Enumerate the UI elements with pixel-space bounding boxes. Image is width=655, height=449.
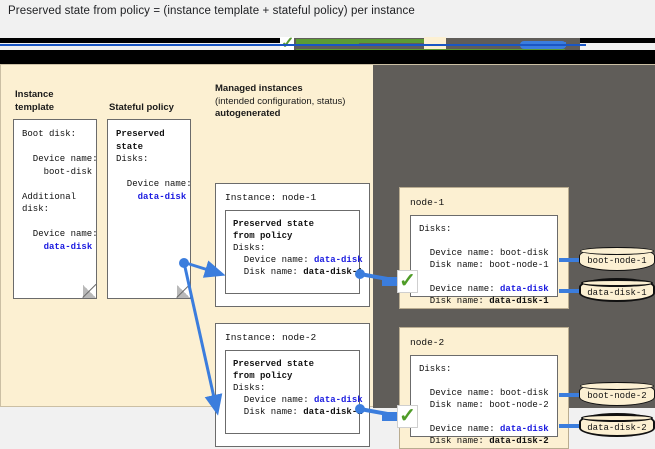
live-node-title: node-1 [410, 197, 445, 208]
band-black-bar-bottom [0, 50, 655, 64]
disks-label: Disks: [419, 224, 452, 234]
band-blue-line [0, 44, 586, 46]
diagram-canvas: Instance template Stateful policy Manage… [0, 64, 655, 449]
band-green-bar-a [296, 39, 427, 43]
green-check-icon: ✓ [397, 405, 418, 428]
heading-stateful-policy: Stateful policy [109, 102, 174, 113]
disk-label: boot-node-2 [587, 391, 647, 401]
boot-disk-name: Disk name: boot-node-1 [419, 260, 549, 270]
disks-label: Disks: [233, 243, 266, 253]
heading-managed-line-1: Managed instances [215, 83, 303, 94]
stateful-policy-lines: Disks: Device name: [116, 154, 192, 189]
data-disk-value: data-disk-1 [489, 296, 549, 306]
managed-instance-title: Instance: node-1 [225, 192, 317, 203]
instance-template-text: Boot disk: Device name: boot-disk Additi… [14, 120, 98, 253]
disk-connector-data-disk-2 [559, 424, 579, 428]
live-node-1: node-1 Disks: Device name: boot-disk Dis… [399, 187, 569, 309]
title-bar: Preserved state from policy = (instance … [0, 0, 655, 28]
arrow-chip-node-1 [382, 277, 400, 286]
heading-managed-instances: Managed instances (intended configuratio… [215, 83, 370, 121]
heading-managed-line-3: autogenerated [215, 108, 281, 119]
device-name-value: data-disk [314, 255, 363, 265]
data-device-label: Device name: [419, 284, 501, 294]
cylinder-lid-icon [581, 279, 653, 287]
instance-template-lines: Boot disk: Device name: boot-disk Additi… [22, 129, 98, 239]
collapsed-preview-band: ✓ [0, 28, 655, 64]
managed-instance-node-1: Instance: node-1 Preserved state from po… [215, 183, 370, 307]
preserved-state-block: Preserved state from policy Disks: Devic… [225, 210, 363, 294]
cylinder-lid-icon [581, 414, 653, 422]
cylinder-lid-icon [580, 382, 654, 390]
boot-device-name: Device name: boot-disk [419, 388, 549, 398]
connector-arrows [179, 258, 394, 417]
disk-label: data-disk-1 [587, 288, 647, 298]
disk-name-value: data-disk-2 [303, 407, 363, 417]
stateful-policy-text: Preserved state Disks: Device name: data… [108, 120, 192, 203]
disk-name-value: data-disk-1 [303, 267, 363, 277]
data-disk-value: data-disk-2 [489, 436, 549, 446]
data-disk-label: Disk name: [419, 296, 490, 306]
disks-label: Disks: [233, 383, 266, 393]
cylinder-lid-icon [580, 247, 654, 255]
stateful-policy-data-disk: data-disk [137, 191, 187, 202]
page-fold-icon [83, 285, 97, 299]
data-disk-label: Disk name: [419, 436, 490, 446]
managed-instance-title: Instance: node-2 [225, 332, 317, 343]
persistent-disk-boot-node-1: boot-node-1 [579, 247, 655, 271]
data-device-label: Device name: [419, 424, 501, 434]
device-name-value: data-disk [314, 395, 363, 405]
green-check-icon: ✓ [397, 270, 418, 293]
persistent-disk-boot-node-2: boot-node-2 [579, 382, 655, 406]
disk-connector-data-disk-1 [559, 289, 579, 293]
disk-label: boot-node-1 [587, 256, 647, 266]
disks-label: Disks: [419, 364, 452, 374]
disk-label: data-disk-2 [587, 423, 647, 433]
disk-name-label: Disk name: [233, 407, 304, 417]
instance-template-document: Boot disk: Device name: boot-disk Additi… [13, 119, 98, 299]
live-node-disks-block: Disks: Device name: boot-disk Disk name:… [410, 215, 558, 306]
stateful-policy-document: Preserved state Disks: Device name: data… [107, 119, 192, 299]
device-name-label: Device name: [233, 255, 315, 265]
disk-connector-boot-node-1 [559, 258, 579, 262]
boot-device-name: Device name: boot-disk [419, 248, 549, 258]
preserved-state-heading: Preserved state from policy [233, 219, 315, 241]
check-icon: ✓ [281, 36, 294, 52]
data-device-value: data-disk [500, 424, 549, 434]
instance-template-data-disk: data-disk [43, 241, 93, 252]
disk-connector-boot-node-2 [559, 393, 579, 397]
live-node-title: node-2 [410, 337, 445, 348]
disk-name-label: Disk name: [233, 267, 304, 277]
stateful-policy-heading-lines: Preserved state [116, 129, 165, 152]
persistent-disk-data-disk-1: data-disk-1 [579, 278, 655, 302]
data-device-value: data-disk [500, 284, 549, 294]
page-title: Preserved state from policy = (instance … [8, 5, 415, 17]
preserved-state-heading: Preserved state from policy [233, 359, 315, 381]
device-name-label: Device name: [233, 395, 315, 405]
boot-disk-name: Disk name: boot-node-2 [419, 400, 549, 410]
heading-managed-line-2: (intended configuration, status) [215, 95, 346, 107]
heading-instance-template: Instance template [15, 89, 55, 113]
diagram-page: Preserved state from policy = (instance … [0, 0, 655, 407]
persistent-disk-data-disk-2: data-disk-2 [579, 413, 655, 437]
